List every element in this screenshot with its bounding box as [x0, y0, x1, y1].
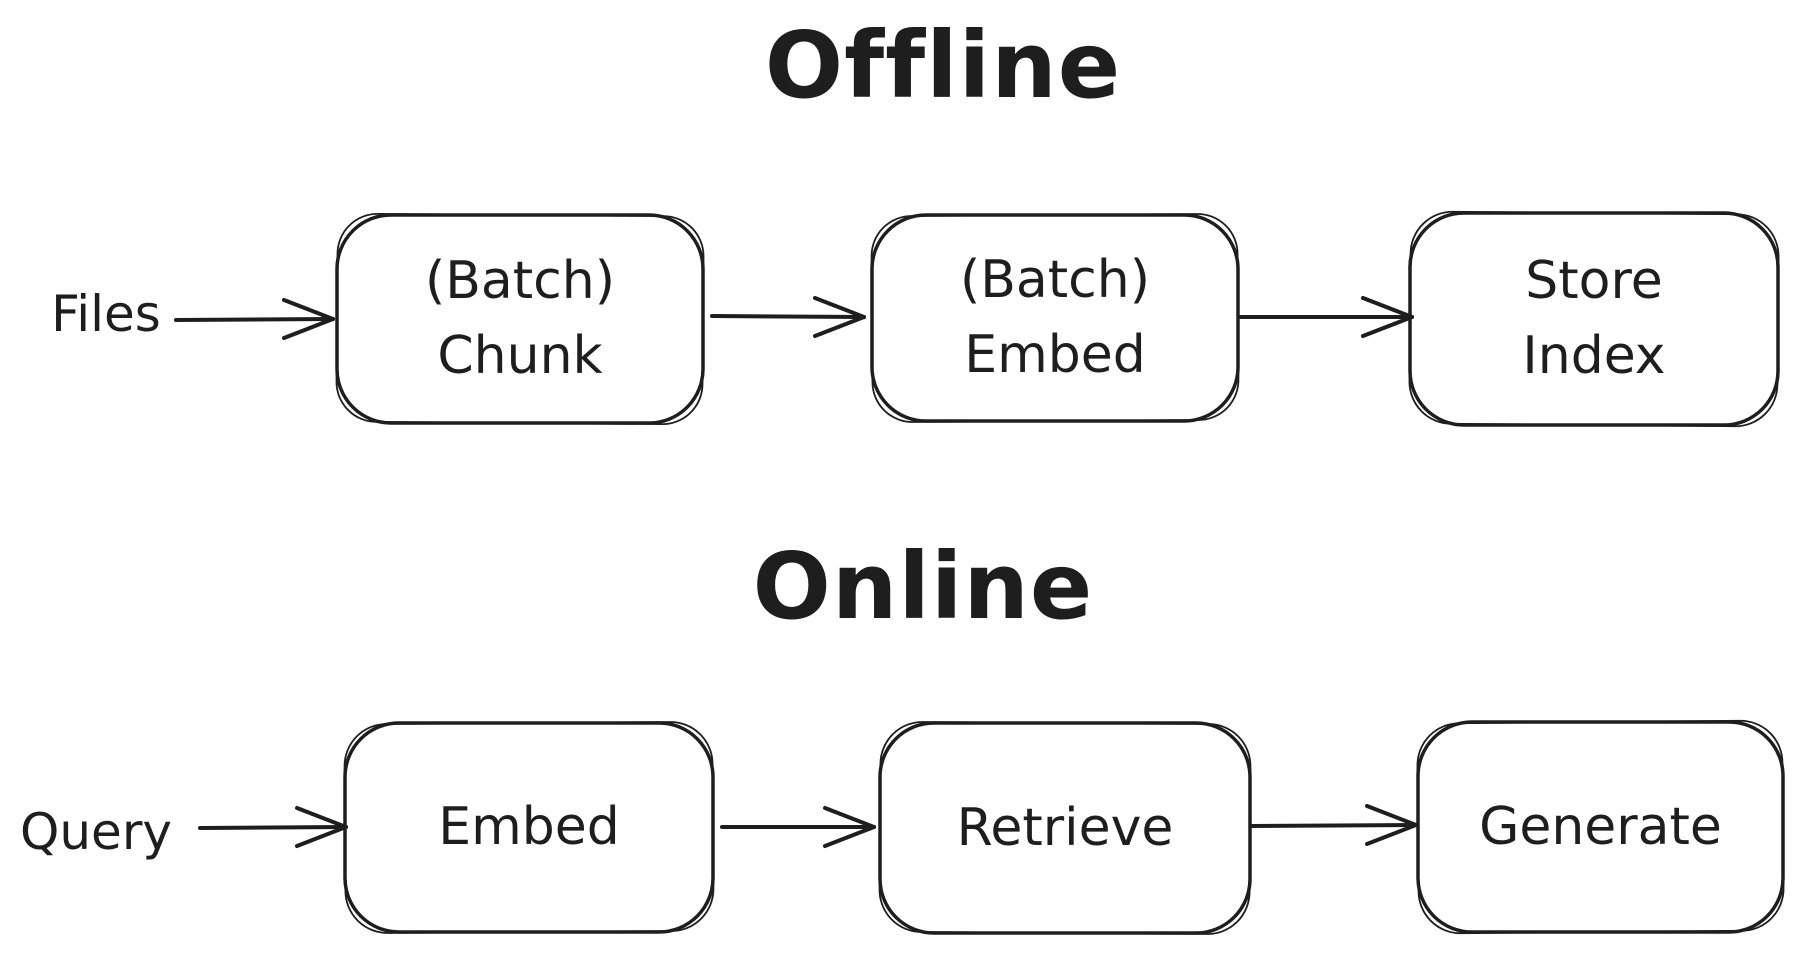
store-index-node-label: Store Index	[1410, 213, 1778, 439]
embed-node-label: Embed	[438, 797, 620, 857]
retrieve-to-generate-arrow	[1250, 804, 1418, 846]
batch-embed-node-label: (Batch) Embed	[872, 215, 1238, 435]
node-label-line: Store	[1525, 251, 1663, 311]
generate-node-label: Generate	[1479, 796, 1722, 857]
files-to-chunk-arrow	[174, 298, 335, 340]
node-label-line: (Batch)	[959, 250, 1151, 310]
batch-embed-to-store-arrow	[1238, 296, 1414, 338]
chunk-to-batch-embed-arrow	[710, 296, 866, 338]
files-source-label: Files	[51, 285, 161, 343]
embed-to-retrieve-arrow	[720, 806, 876, 848]
node-label-line: Chunk	[437, 326, 603, 386]
generate-node	[1416, 719, 1785, 935]
query-source-label: Query	[20, 803, 172, 861]
batch-chunk-node	[335, 212, 705, 426]
batch-embed-node	[870, 213, 1240, 423]
online-section-title: Online	[752, 532, 1094, 640]
retrieve-node	[878, 721, 1252, 935]
offline-section-title: Offline	[764, 11, 1122, 119]
node-label-line: Embed	[964, 325, 1146, 385]
node-label-line: (Batch)	[424, 251, 616, 311]
query-to-embed-arrow	[198, 806, 348, 848]
retrieve-node-label: Retrieve	[956, 797, 1174, 858]
batch-chunk-node-label: (Batch) Chunk	[337, 215, 703, 437]
node-label-line: Index	[1522, 326, 1666, 386]
